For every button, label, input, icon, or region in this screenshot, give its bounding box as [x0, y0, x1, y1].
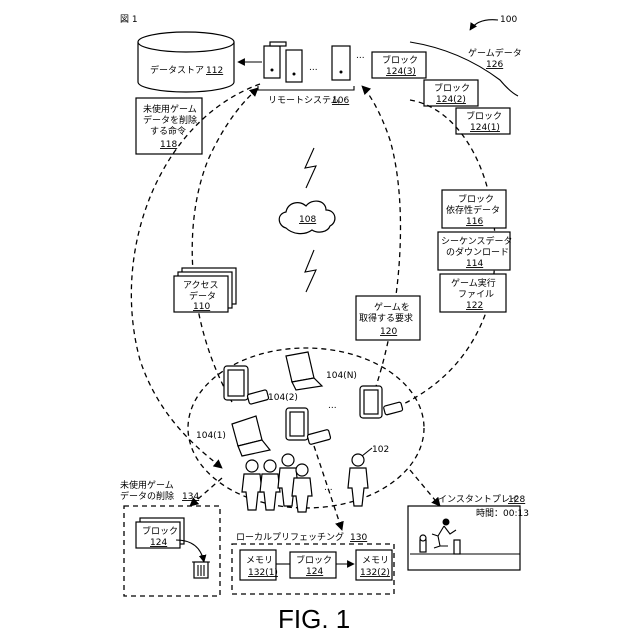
- local-prefetch-label: ローカルプリフェッチング: [236, 531, 344, 543]
- users-group-icon: [242, 454, 368, 512]
- sequence-download-box: シーケンスデータ のダウンロード 114: [438, 232, 513, 270]
- svg-text:ブロック: ブロック: [142, 525, 178, 537]
- game-executable-box: ゲーム実行 ファイル 122: [440, 274, 506, 312]
- svg-text:124(3): 124(3): [386, 67, 416, 77]
- game-request-box: ゲームを 取得する要求 120: [356, 296, 420, 340]
- svg-text:する命令: する命令: [150, 125, 186, 137]
- network-num: 108: [299, 215, 316, 225]
- memory-1-box: メモリ 132(1): [240, 550, 278, 580]
- game-data-num: 126: [486, 60, 503, 70]
- svg-text:ブロック: ブロック: [296, 554, 332, 566]
- svg-text:ブロック: ブロック: [458, 193, 494, 205]
- svg-text:未使用ゲーム: 未使用ゲーム: [143, 103, 197, 115]
- svg-text:データ: データ: [189, 290, 216, 302]
- server-rack: ... ...: [264, 42, 365, 82]
- device-num-1: 104(1): [196, 431, 226, 441]
- svg-text:116: 116: [466, 217, 483, 227]
- svg-text:アクセス: アクセス: [183, 280, 219, 291]
- prefetch-block-box: ブロック 124: [290, 552, 336, 578]
- server-ellipsis-2: ...: [356, 51, 365, 61]
- remote-system-num: 106: [332, 96, 349, 106]
- datastore-cylinder: データストア 112: [138, 32, 234, 92]
- svg-text:ゲームを: ゲームを: [374, 301, 410, 313]
- svg-text:132(1): 132(1): [248, 568, 278, 578]
- svg-text:114: 114: [466, 259, 483, 269]
- laptop-device-top: [286, 352, 322, 390]
- instant-play-time: 時間：00:13: [476, 508, 529, 519]
- lightning-icon-2: [305, 250, 316, 292]
- svg-text:ブロック: ブロック: [434, 82, 470, 94]
- svg-text:データを削除: データを削除: [143, 114, 197, 126]
- device-ellipsis: ...: [328, 401, 337, 411]
- local-prefetch-num: 130: [350, 533, 367, 543]
- instant-play-label: インスタントプレイ: [438, 494, 519, 505]
- users-num: 102: [372, 445, 389, 455]
- svg-text:メモリ: メモリ: [246, 556, 273, 566]
- svg-text:ファイル: ファイル: [458, 290, 494, 300]
- game-data-label: ゲームデータ: [468, 47, 522, 59]
- figure-caption: FIG. 1: [278, 604, 350, 634]
- instant-play-arrow: [410, 470, 440, 506]
- svg-text:132(2): 132(2): [360, 568, 390, 578]
- svg-text:ブロック: ブロック: [466, 110, 502, 122]
- figure-label: 図 1: [120, 14, 138, 25]
- svg-text:依存性データ: 依存性データ: [446, 204, 500, 216]
- datastore-num: 112: [206, 66, 223, 76]
- lightning-icon: [305, 148, 316, 188]
- svg-text:取得する要求: 取得する要求: [359, 312, 413, 324]
- tablet-device-center: [286, 408, 331, 445]
- users-ellipsis: ...: [324, 483, 333, 493]
- svg-text:ゲーム実行: ゲーム実行: [451, 277, 496, 289]
- svg-text:ブロック: ブロック: [382, 54, 418, 66]
- laptop-device-left: [232, 416, 270, 456]
- block-124-3: ブロック 124(3): [372, 52, 426, 78]
- delete-command-box: 未使用ゲーム データを削除 する命令 118: [136, 98, 202, 154]
- device-num-n: 104(N): [326, 371, 357, 381]
- svg-text:124: 124: [150, 538, 167, 548]
- svg-text:122: 122: [466, 301, 483, 311]
- tablet-device-right: [360, 386, 403, 418]
- unused-delete-line1: 未使用ゲーム: [120, 479, 174, 491]
- gamepad-device: [247, 390, 269, 405]
- remote-system-brace: [258, 86, 354, 90]
- datastore-label: データストア: [150, 64, 204, 76]
- svg-text:のダウンロード: のダウンロード: [446, 246, 509, 258]
- svg-text:シーケンスデータ: シーケンスデータ: [441, 235, 513, 247]
- device-num-2: 104(2): [268, 393, 298, 403]
- svg-text:124: 124: [306, 567, 323, 577]
- unused-delete-line2: データの削除: [120, 490, 174, 502]
- figure-ref-arrow: [470, 20, 498, 30]
- svg-text:110: 110: [193, 302, 210, 312]
- memory-2-box: メモリ 132(2): [356, 550, 392, 580]
- unused-block-box: ブロック 124: [136, 518, 184, 548]
- block-124-1: ブロック 124(1): [456, 108, 510, 134]
- svg-text:メモリ: メモリ: [362, 556, 389, 566]
- remote-system-label: リモートシステム: [268, 95, 340, 106]
- trash-can-icon: [192, 562, 210, 578]
- instant-play-num: 128: [508, 495, 525, 505]
- svg-text:118: 118: [160, 140, 177, 150]
- access-data-box: アクセス データ 110: [174, 268, 236, 312]
- figure-ref: 100: [500, 15, 517, 25]
- server-ellipsis: ...: [309, 63, 318, 73]
- svg-text:124(2): 124(2): [436, 95, 466, 105]
- svg-text:120: 120: [380, 327, 397, 337]
- game-request-flow: [362, 86, 400, 398]
- svg-text:124(1): 124(1): [470, 123, 500, 133]
- block-124-2: ブロック 124(2): [424, 80, 478, 106]
- tablet-device: [224, 366, 248, 400]
- unused-delete-num: 134: [182, 492, 199, 502]
- block-dependency-box: ブロック 依存性データ 116: [442, 190, 506, 228]
- users-num-leader: [362, 448, 372, 456]
